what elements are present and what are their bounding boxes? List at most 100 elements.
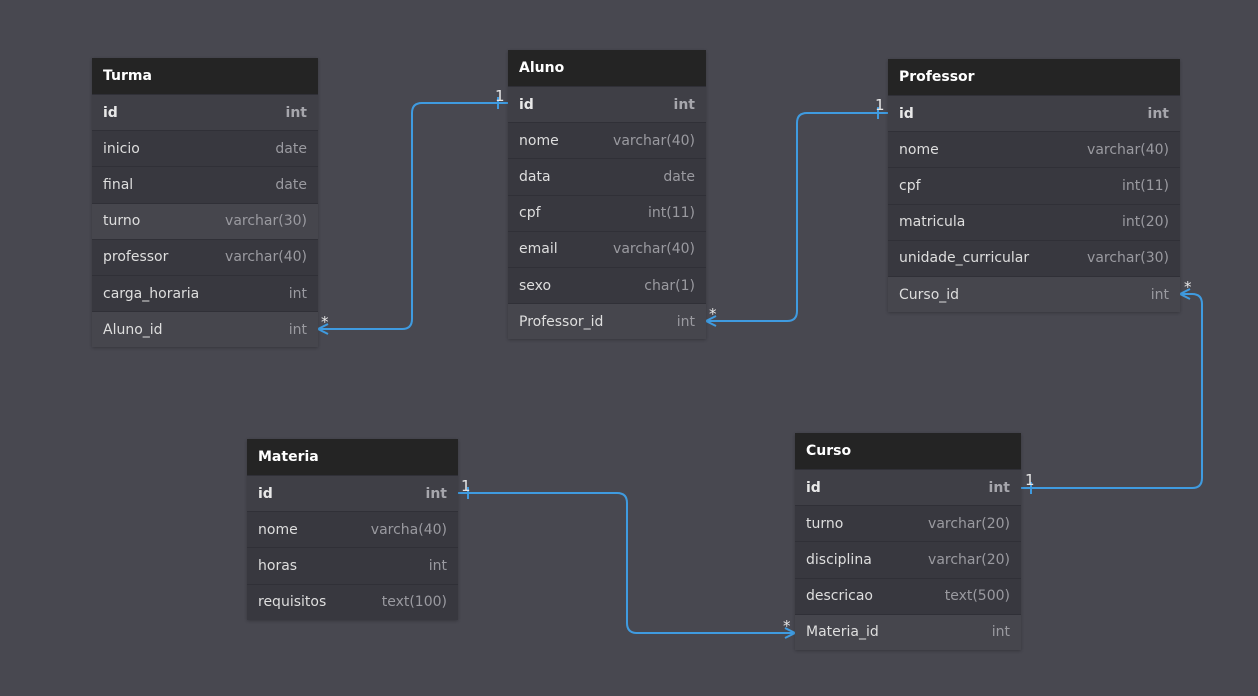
field-type: text(100) <box>381 594 447 611</box>
field-row[interactable]: turno varchar(20) <box>795 505 1021 541</box>
field-name: id <box>519 96 534 113</box>
field-row[interactable]: inicio date <box>92 130 318 166</box>
field-type: int(20) <box>1122 214 1169 231</box>
field-name: Professor_id <box>519 313 604 330</box>
field-row[interactable]: unidade_curricular varchar(30) <box>888 239 1180 276</box>
field-name: requisitos <box>258 594 327 611</box>
field-row[interactable]: cpf int(11) <box>888 167 1180 203</box>
field-name: final <box>103 176 134 193</box>
field-row[interactable]: sexo char(1) <box>508 266 706 303</box>
field-row[interactable]: id int <box>92 94 318 131</box>
field-type: int(11) <box>1122 177 1169 194</box>
field-type: int <box>428 557 447 574</box>
field-type: varchar(30) <box>1087 250 1169 267</box>
table-professor[interactable]: Professor id int nome varchar(40) cpf in… <box>888 59 1180 313</box>
many-marker <box>1177 288 1191 300</box>
field-name: nome <box>899 141 939 158</box>
table-title[interactable]: Aluno <box>508 50 706 86</box>
field-type: varcha(40) <box>370 521 447 538</box>
field-name: unidade_curricular <box>899 250 1030 267</box>
field-type: int <box>288 285 307 302</box>
field-row[interactable]: id int <box>247 475 458 512</box>
field-row[interactable]: final date <box>92 166 318 202</box>
cardinality-label: * <box>321 313 329 331</box>
field-row[interactable]: Aluno_id int <box>92 311 318 348</box>
field-row[interactable]: Curso_id int <box>888 275 1180 313</box>
field-type: int <box>988 479 1010 496</box>
link-materia-curso[interactable] <box>458 492 795 634</box>
field-name: id <box>103 104 118 121</box>
field-type: int <box>425 485 447 502</box>
cardinality-label: * <box>783 617 791 635</box>
field-row[interactable]: Materia_id int <box>795 613 1021 650</box>
field-type: int <box>1147 105 1169 122</box>
field-name: data <box>519 168 551 185</box>
field-type: varchar(40) <box>225 249 307 266</box>
field-type: varchar(40) <box>613 132 695 149</box>
table-title[interactable]: Professor <box>888 59 1180 95</box>
field-name: carga_horaria <box>103 285 200 302</box>
field-name: professor <box>103 249 169 266</box>
field-type: int <box>676 313 695 330</box>
field-row[interactable]: carga_horaria int <box>92 274 318 311</box>
field-row[interactable]: requisitos text(100) <box>247 583 458 620</box>
field-row[interactable]: cpf int(11) <box>508 194 706 231</box>
table-turma[interactable]: Turma id int inicio date final date turn… <box>92 58 318 348</box>
field-name: inicio <box>103 140 140 157</box>
field-row[interactable]: email varchar(40) <box>508 230 706 267</box>
field-row[interactable]: professor varchar(40) <box>92 238 318 275</box>
field-name: Curso_id <box>899 286 960 303</box>
field-row[interactable]: id int <box>795 469 1021 506</box>
field-name: cpf <box>899 177 921 194</box>
field-type: int <box>1150 286 1169 303</box>
field-type: varchar(20) <box>928 515 1010 532</box>
field-row[interactable]: turno varchar(30) <box>92 202 318 239</box>
field-type: varchar(30) <box>225 213 307 230</box>
table-title[interactable]: Curso <box>795 433 1021 469</box>
field-name: cpf <box>519 205 541 222</box>
cardinality-label: * <box>1184 278 1192 296</box>
field-type: varchar(20) <box>928 551 1010 568</box>
field-name: email <box>519 241 558 258</box>
link-aluno-professor[interactable] <box>706 112 888 322</box>
field-row[interactable]: Professor_id int <box>508 303 706 340</box>
field-row[interactable]: descricao text(500) <box>795 577 1021 614</box>
cardinality-label: 1 <box>875 96 885 114</box>
field-row[interactable]: disciplina varchar(20) <box>795 541 1021 577</box>
field-row[interactable]: matricula int(20) <box>888 203 1180 240</box>
table-curso[interactable]: Curso id int turno varchar(20) disciplin… <box>795 433 1021 650</box>
cardinality-label: * <box>709 305 717 323</box>
field-row[interactable]: nome varcha(40) <box>247 511 458 547</box>
field-type: int <box>288 321 307 338</box>
field-row[interactable]: nome varchar(40) <box>888 131 1180 167</box>
field-name: id <box>899 105 914 122</box>
field-row[interactable]: nome varchar(40) <box>508 122 706 158</box>
table-title[interactable]: Materia <box>247 439 458 475</box>
many-marker <box>315 323 329 335</box>
field-row[interactable]: data date <box>508 158 706 194</box>
field-type: text(500) <box>944 588 1010 605</box>
field-name: Aluno_id <box>103 321 163 338</box>
field-name: sexo <box>519 277 552 294</box>
field-row[interactable]: id int <box>508 86 706 123</box>
table-title[interactable]: Turma <box>92 58 318 94</box>
cardinality-label: 1 <box>1025 471 1035 489</box>
field-name: id <box>806 479 821 496</box>
link-turma-aluno[interactable] <box>318 102 508 330</box>
link-professor-curso[interactable] <box>1021 293 1203 489</box>
field-name: disciplina <box>806 551 872 568</box>
field-type: varchar(40) <box>1087 141 1169 158</box>
cardinality-label: 1 <box>495 87 505 105</box>
table-materia[interactable]: Materia id int nome varcha(40) horas int… <box>247 439 458 620</box>
field-row[interactable]: horas int <box>247 547 458 583</box>
field-name: turno <box>806 515 844 532</box>
field-type: int(11) <box>648 205 695 222</box>
field-name: horas <box>258 557 298 574</box>
table-aluno[interactable]: Aluno id int nome varchar(40) data date … <box>508 50 706 340</box>
field-type: int <box>991 624 1010 641</box>
cardinality-label: 1 <box>461 477 471 495</box>
field-type: date <box>275 176 307 193</box>
field-row[interactable]: id int <box>888 95 1180 132</box>
